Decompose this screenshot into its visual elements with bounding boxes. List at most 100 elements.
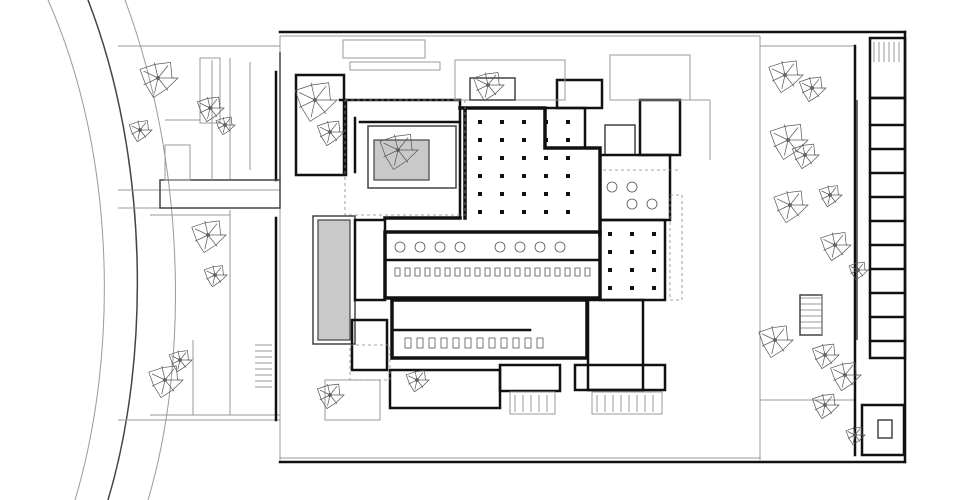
tree-branch [139,122,147,131]
tree-branch [841,374,846,388]
outer-frame [274,30,907,464]
tree-branch [761,339,776,347]
tree-canopy [148,365,184,398]
tree-branch [786,190,791,206]
trees [128,60,869,446]
machine [416,337,424,349]
tree-canopy [316,120,345,147]
machine [484,267,491,277]
tree-branch [207,234,218,247]
tree-branch [771,74,786,82]
tree-branch [179,359,187,368]
column [500,192,504,196]
column [566,156,570,160]
tree [128,120,153,143]
tree-branch [209,107,218,118]
column [478,174,482,178]
curved-road [47,0,176,500]
tree-branch [831,244,836,258]
tree-branch [224,124,231,132]
tree-branch [789,193,800,206]
tree-branch [209,98,218,109]
tree-branch [823,244,836,251]
tree-branch [414,370,418,381]
tree-canopy [405,370,430,393]
machine [424,267,431,277]
tree-branch [204,234,209,250]
tree [473,72,505,102]
machine [524,267,531,277]
column [630,250,634,254]
tree-branch [811,87,820,98]
tree-branch [164,379,175,392]
machine [476,337,484,349]
tree [811,343,840,370]
machine [454,267,461,277]
tree-branch [827,194,831,205]
column [478,120,482,124]
tree [798,76,827,103]
tree-branch [394,149,399,166]
machine [488,337,496,349]
tree-branch [212,274,216,285]
tree-branch [310,82,316,101]
column [544,210,548,214]
column [500,156,504,160]
column [500,120,504,124]
tree-branch [784,74,795,87]
tree-branch [157,65,169,79]
tree-branch [822,354,826,366]
tree-branch [850,266,859,271]
tank [494,241,506,253]
column [566,138,570,142]
tree-branch [416,372,424,381]
machine [440,337,448,349]
tree [818,185,843,208]
tree-branch [833,369,846,376]
tree-branch [327,131,331,143]
tree-branch [314,85,327,101]
column [478,192,482,196]
column [522,174,526,178]
tree-branch [207,223,218,236]
column [566,174,570,178]
tree [379,134,419,170]
tree-branch [776,204,791,212]
tree-branch [824,404,833,415]
tree-branch [157,77,169,91]
column [652,232,656,236]
tree-branch [222,124,226,133]
tree-branch [855,269,859,278]
tree-branch [310,99,316,118]
tree-canopy [294,82,338,122]
tree-branch [161,379,166,395]
tree-branch [207,97,211,109]
machine [464,267,471,277]
tree [316,383,345,410]
tree-branch [822,404,826,416]
tree-branch [397,149,409,163]
tree [758,325,794,358]
column [566,192,570,196]
tree-branch [383,149,399,158]
tree-canopy [811,393,840,420]
tree-branch [771,339,776,355]
tree-branch [773,139,789,148]
tank [514,241,526,253]
tree-branch [854,434,861,442]
tree-branch [487,84,497,96]
tree-branch [761,333,776,341]
machine [536,337,544,349]
machine [524,337,532,349]
tree-branch [771,68,786,76]
tree-branch [416,379,424,388]
tree-branch [214,274,222,283]
tree-branch [171,355,181,361]
tree-branch [484,84,489,98]
tree-branch [327,121,331,133]
tree-branch [794,154,806,161]
tree-branch [137,120,141,131]
tree-branch [822,344,826,356]
